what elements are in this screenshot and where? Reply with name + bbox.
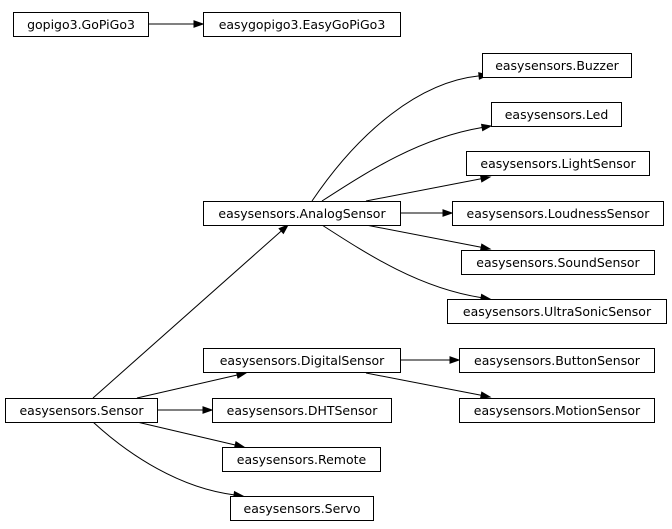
node-label: easysensors.Remote — [237, 452, 367, 467]
node-label: easysensors.LightSensor — [480, 156, 636, 171]
node-box — [461, 250, 655, 275]
node-box — [482, 53, 632, 78]
arrowhead-icon — [193, 20, 205, 28]
node-sensor: easysensors.Sensor — [5, 398, 158, 423]
edge-line — [321, 224, 482, 299]
edge-line — [365, 224, 482, 248]
node-motionsensor: easysensors.MotionSensor — [459, 398, 655, 423]
arrowhead-icon — [442, 209, 454, 217]
node-box — [491, 102, 622, 127]
node-gopigo3: gopigo3.GoPiGo3 — [13, 12, 149, 37]
arrowhead-icon — [479, 174, 492, 183]
edge-sensor-to-servo — [92, 421, 245, 499]
edge-line — [311, 75, 480, 202]
arrowhead-icon — [449, 356, 461, 364]
arrowhead-icon — [479, 243, 492, 252]
node-box — [466, 151, 650, 176]
node-servo: easysensors.Servo — [230, 496, 374, 521]
node-label: easysensors.AnalogSensor — [218, 206, 386, 221]
node-buttonsensor: easysensors.ButtonSensor — [459, 348, 655, 373]
edge-line — [365, 372, 482, 396]
arrowhead-icon — [479, 391, 492, 400]
node-box — [5, 398, 158, 423]
node-lightsensor: easysensors.LightSensor — [466, 151, 650, 176]
node-box — [447, 299, 667, 324]
edges-layer — [92, 20, 493, 499]
arrowhead-icon — [278, 224, 290, 235]
node-led: easysensors.Led — [491, 102, 622, 127]
edge-line — [92, 230, 282, 399]
edge-line — [321, 127, 483, 202]
node-analogsensor: easysensors.AnalogSensor — [203, 201, 401, 226]
node-box — [203, 348, 401, 373]
node-loudnesssensor: easysensors.LoudnessSensor — [452, 201, 664, 226]
edge-line — [136, 374, 238, 399]
node-dhtsensor: easysensors.DHTSensor — [212, 398, 392, 423]
edge-analogsensor-to-buzzer — [311, 72, 490, 202]
node-easygopigo3: easygopigo3.EasyGoPiGo3 — [203, 12, 401, 37]
node-box — [459, 348, 655, 373]
node-label: easysensors.ButtonSensor — [474, 353, 641, 368]
edge-analogsensor-to-loudnesssensor — [400, 209, 454, 217]
edge-line — [136, 421, 236, 446]
edge-sensor-to-remote — [136, 421, 246, 449]
node-ultrasonicsensor: easysensors.UltraSonicSensor — [447, 299, 667, 324]
node-label: easysensors.Buzzer — [495, 58, 619, 73]
node-label: easysensors.DigitalSensor — [220, 353, 385, 368]
node-label: easysensors.MotionSensor — [474, 403, 641, 418]
node-box — [222, 447, 381, 472]
node-box — [452, 201, 664, 226]
edge-line — [92, 421, 235, 496]
node-label: easysensors.LoudnessSensor — [467, 206, 651, 221]
arrowhead-icon — [202, 406, 214, 414]
node-digitalsensor: easysensors.DigitalSensor — [203, 348, 401, 373]
node-buzzer: easysensors.Buzzer — [482, 53, 632, 78]
node-box — [13, 12, 149, 37]
node-label: easysensors.Sensor — [19, 403, 144, 418]
edge-sensor-to-analogsensor — [92, 224, 290, 399]
edge-line — [365, 178, 482, 202]
node-label: easysensors.Led — [505, 107, 609, 122]
arrowhead-icon — [480, 123, 493, 132]
node-label: easygopigo3.EasyGoPiGo3 — [219, 17, 386, 32]
edge-gopigo3-to-easygopigo3 — [148, 20, 205, 28]
node-label: easysensors.Servo — [244, 501, 361, 516]
node-label: easysensors.DHTSensor — [227, 403, 379, 418]
node-remote: easysensors.Remote — [222, 447, 381, 472]
edge-analogsensor-to-soundsensor — [365, 224, 492, 252]
edge-digitalsensor-to-buttonsensor — [400, 356, 461, 364]
node-label: easysensors.SoundSensor — [476, 255, 640, 270]
node-soundsensor: easysensors.SoundSensor — [461, 250, 655, 275]
node-label: easysensors.UltraSonicSensor — [463, 304, 652, 319]
node-box — [203, 201, 401, 226]
node-box — [459, 398, 655, 423]
edge-digitalsensor-to-motionsensor — [365, 372, 492, 400]
node-box — [230, 496, 374, 521]
nodes-layer: gopigo3.GoPiGo3 easygopigo3.EasyGoPiGo3 ea… — [5, 12, 667, 521]
edge-sensor-to-dhtsensor — [157, 406, 214, 414]
node-box — [212, 398, 392, 423]
edge-analogsensor-to-led — [321, 123, 493, 202]
node-box — [203, 12, 401, 37]
edge-analogsensor-to-lightsensor — [365, 174, 492, 202]
node-label: gopigo3.GoPiGo3 — [27, 17, 135, 32]
edge-sensor-to-digitalsensor — [136, 371, 248, 399]
